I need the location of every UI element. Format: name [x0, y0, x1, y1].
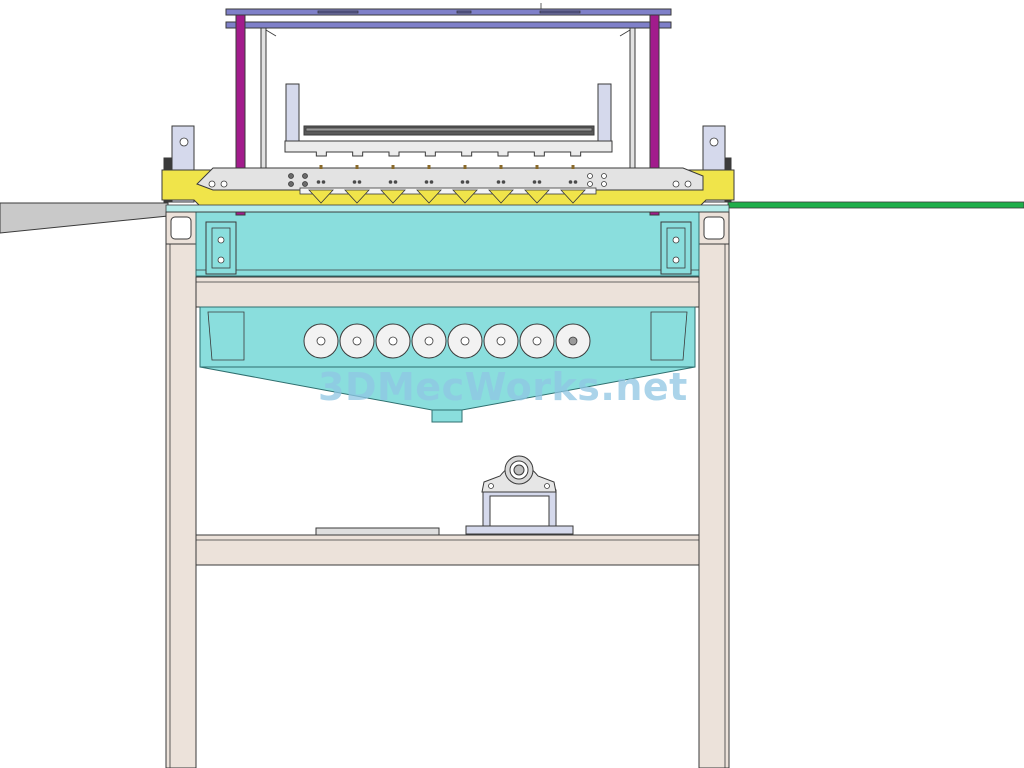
pillow-block-bearing — [465, 455, 574, 535]
bolt-group-left — [208, 173, 308, 188]
frame-leg-left — [165, 211, 197, 768]
lower-guide-rail — [165, 204, 730, 213]
roller — [483, 323, 519, 359]
tank-bracket-left — [205, 221, 237, 275]
top-rail-lower — [225, 21, 672, 29]
tank-lower — [199, 306, 696, 368]
crossbar-upper — [195, 276, 700, 308]
blade-tooth — [488, 165, 514, 204]
blade-tooth — [308, 165, 334, 204]
post-left — [235, 14, 246, 216]
hopper-outlet — [431, 409, 463, 423]
bolt-group-right — [587, 173, 692, 188]
blade-tooth — [416, 165, 442, 204]
roller — [303, 323, 339, 359]
blade-tooth — [344, 165, 370, 204]
crossbar-lower — [195, 534, 700, 566]
guide-plate — [196, 167, 704, 191]
roller — [447, 323, 483, 359]
feed-plate — [0, 202, 169, 234]
blade-tooth — [560, 165, 586, 204]
roller — [339, 323, 375, 359]
tank-upper — [195, 211, 700, 277]
tank-bracket-right — [660, 221, 692, 275]
base-plate — [315, 527, 440, 536]
blade-tooth — [524, 165, 550, 204]
frame-leg-right — [698, 211, 730, 768]
roller — [555, 323, 591, 359]
watermark: 3DMecWorks.net — [318, 365, 688, 409]
roller — [519, 323, 555, 359]
blade-tooth — [380, 165, 406, 204]
post-right — [649, 14, 660, 216]
blade-teeth — [308, 165, 586, 204]
comb-plate — [284, 140, 613, 157]
hanger-bracket-left — [285, 83, 300, 143]
roller — [375, 323, 411, 359]
hanger-bracket-right — [597, 83, 612, 143]
roller — [411, 323, 447, 359]
blade-tooth — [452, 165, 478, 204]
roller-row — [303, 323, 591, 359]
output-belt — [727, 201, 1024, 209]
top-rail-upper — [225, 8, 672, 16]
